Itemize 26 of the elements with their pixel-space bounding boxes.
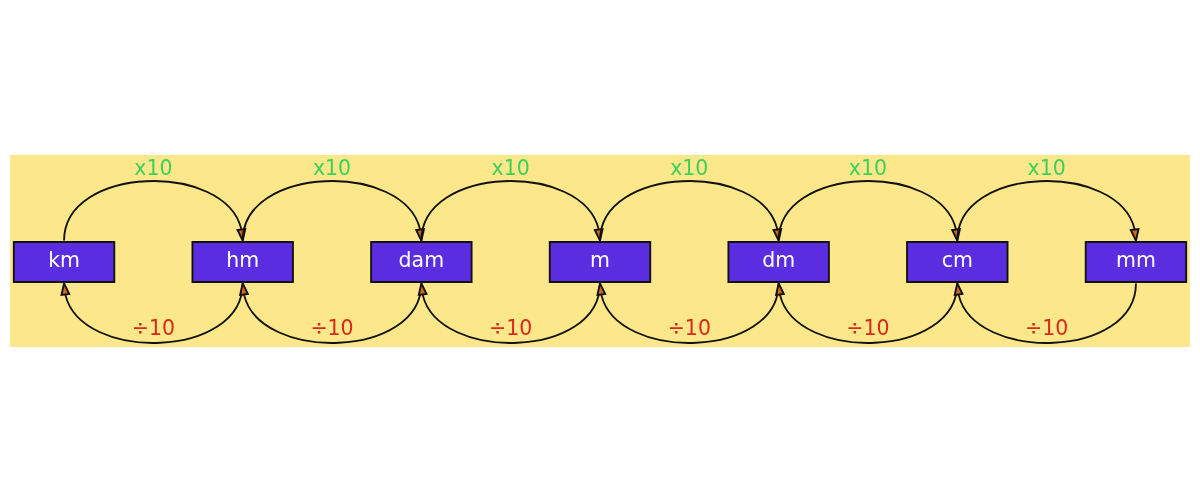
edge-label: ÷10 <box>1025 316 1069 341</box>
edge-label: x10 <box>134 156 173 181</box>
arrow <box>596 280 780 344</box>
arrow <box>774 280 959 344</box>
arrow <box>953 280 1137 344</box>
arrow <box>238 280 423 344</box>
edge-label: x10 <box>1027 156 1066 181</box>
node-box: dm <box>727 241 830 283</box>
arrow <box>956 180 1140 244</box>
edge-label: ÷10 <box>489 316 533 341</box>
node-box: km <box>12 241 116 283</box>
node-box: hm <box>191 241 294 283</box>
edge-label: x10 <box>491 156 530 181</box>
arrow <box>60 280 244 344</box>
edge-label: ÷10 <box>846 316 890 341</box>
edge-label: x10 <box>670 156 709 181</box>
edge-label: ÷10 <box>131 316 175 341</box>
node-box: dam <box>370 241 473 283</box>
node-box: m <box>548 241 652 283</box>
arrow <box>417 280 601 344</box>
node-box: cm <box>906 241 1009 283</box>
edge-label: ÷10 <box>667 316 711 341</box>
node-box: mm <box>1084 241 1188 283</box>
edge-label: ÷10 <box>310 316 354 341</box>
edge-label: x10 <box>848 156 888 181</box>
edge-label: x10 <box>312 156 352 181</box>
